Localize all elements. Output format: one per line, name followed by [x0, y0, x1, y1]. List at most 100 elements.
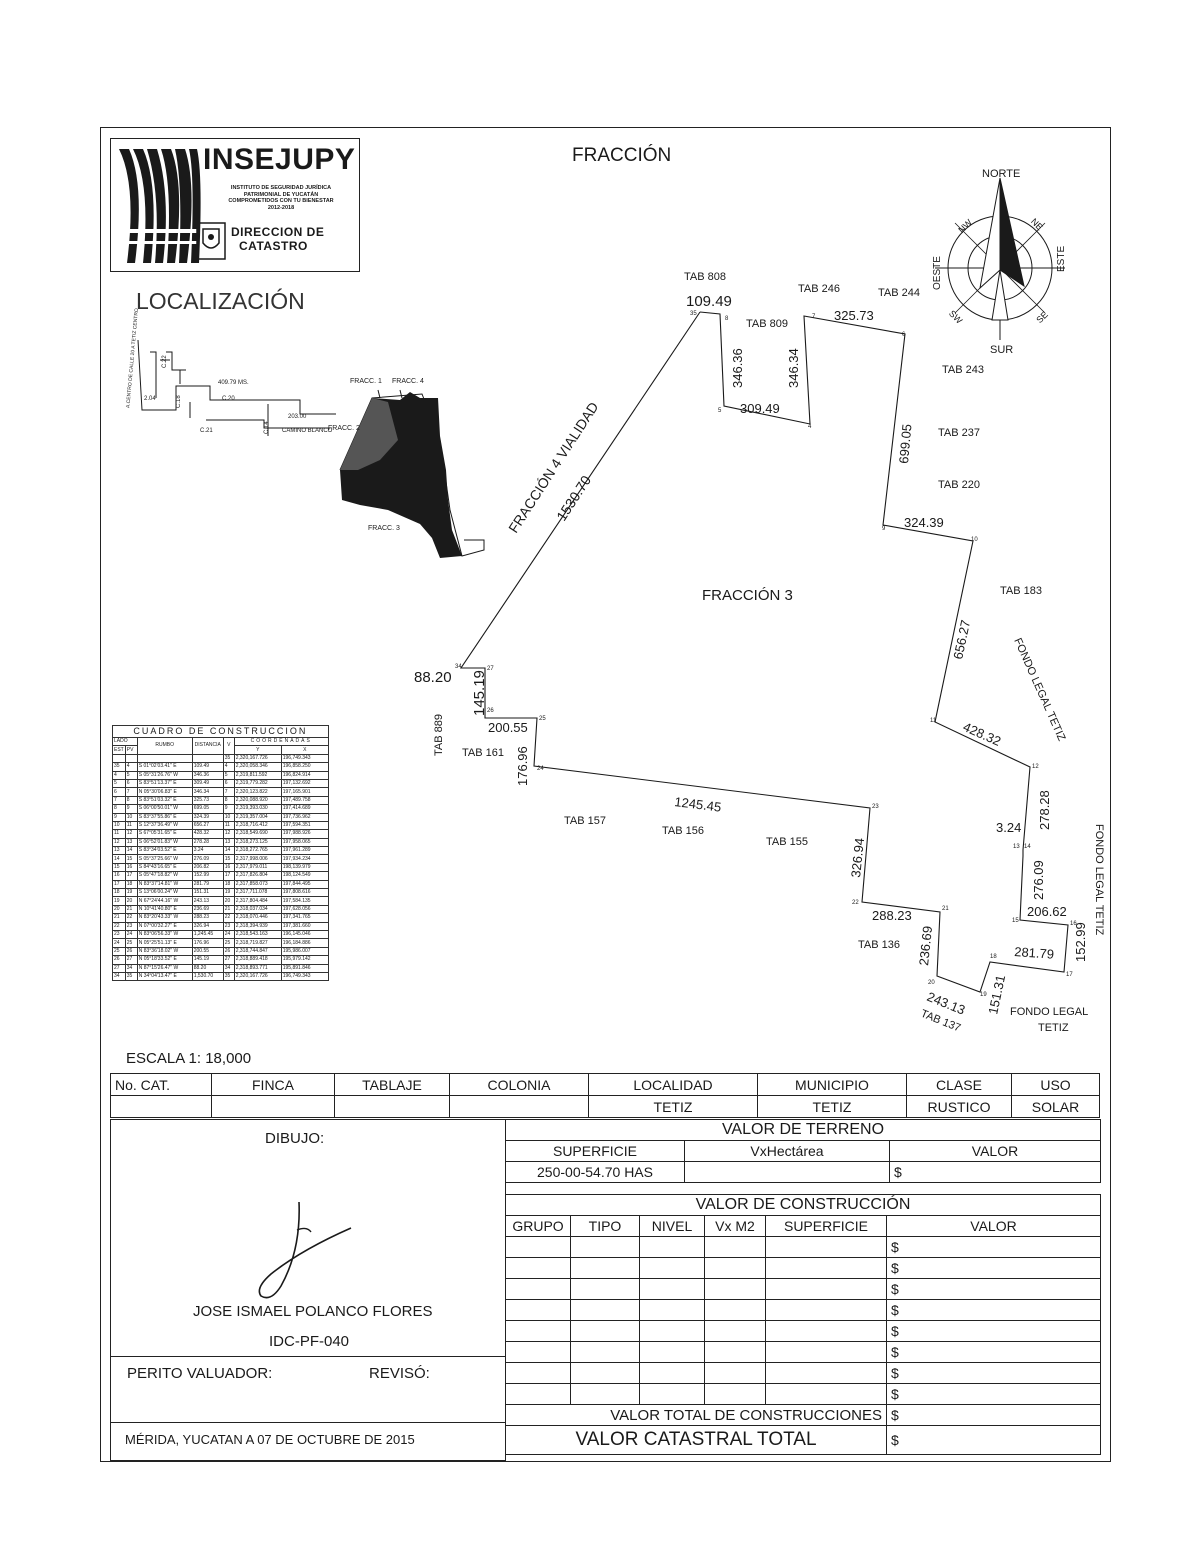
compass-rose: [935, 177, 1065, 340]
dim-324-39: 324.39: [904, 515, 944, 530]
info-header-tablaje: TABLAJE: [334, 1073, 450, 1096]
parcel-boundary: [459, 311, 1069, 993]
ct-header-coord: COORDENADAS: [233, 736, 329, 747]
terreno-table: VALOR DE TERRENO SUPERFICIE VxHectárea V…: [505, 1119, 1101, 1183]
info-header-localidad: LOCALIDAD: [588, 1073, 758, 1096]
loc-dist1: 409.79 MS.: [218, 380, 249, 386]
compass-sw: SW: [947, 308, 965, 326]
vertex-8: 8: [725, 316, 729, 322]
location-map: [137, 339, 485, 557]
valor-dollar-cell: $: [886, 1299, 1101, 1321]
vertex-13: 13: [1013, 844, 1020, 850]
tab-156: TAB 156: [662, 825, 704, 837]
tab-157: TAB 157: [564, 815, 606, 827]
info-municipio-value: TETIZ: [757, 1095, 907, 1118]
table-row: $: [505, 1341, 1101, 1363]
tab-243: TAB 243: [942, 364, 984, 376]
vertex-23: 23: [872, 804, 879, 810]
dim-3-24: 3.24: [996, 820, 1021, 835]
info-header-finca: FINCA: [211, 1073, 335, 1096]
loc-fracc1: FRACC. 1: [350, 378, 382, 385]
vertex-12: 12: [1032, 764, 1039, 770]
table-row: 35 2,320,167.726 196,749.343: [112, 753, 329, 764]
signature-image: [258, 1201, 352, 1299]
reviso-label: REVISÓ:: [369, 1365, 430, 1382]
table-row: $: [505, 1299, 1101, 1321]
terreno-valor-value: $: [889, 1161, 1101, 1183]
construccion-header-grupo: GRUPO: [505, 1215, 571, 1237]
loc-fracc2: FRACC. 2: [328, 425, 360, 432]
info-header-colonia: COLONIA: [449, 1073, 589, 1096]
drafter-name: JOSE ISMAEL POLANCO FLORES: [193, 1303, 433, 1320]
dept-line1: DIRECCION DE: [231, 225, 325, 239]
localizacion-title: LOCALIZACIÓN: [136, 288, 305, 314]
info-colonia-value: [449, 1095, 589, 1118]
ct-header-v: V: [222, 737, 235, 755]
location-fracc2-shape: [340, 398, 398, 470]
compass-se: SE: [1034, 310, 1050, 326]
info-finca-value: [211, 1095, 335, 1118]
table-row: $: [505, 1278, 1101, 1300]
table-row: VALOR TOTAL DE CONSTRUCCIONES$: [505, 1404, 1101, 1426]
loc-dist2: 203.00: [288, 414, 307, 420]
vertex-26: 26: [487, 708, 494, 714]
tab-237: TAB 237: [938, 427, 980, 439]
loc-c21: C.21: [200, 428, 213, 434]
vertex-20: 20: [928, 980, 935, 986]
dim-152-99: 152.99: [1073, 922, 1088, 962]
ct-sub-x: X: [280, 745, 329, 755]
valor-dollar-cell: $: [886, 1362, 1101, 1384]
terreno-superficie-value: 250-00-54.70 HAS: [505, 1161, 685, 1183]
dim-145-19: 145.19: [471, 670, 488, 716]
dim-151-31: 151.31: [985, 974, 1008, 1016]
vertex-10: 10: [971, 537, 978, 543]
loc-c14: C.14: [264, 421, 270, 434]
shield-icon: [196, 222, 226, 260]
dim-109-49: 109.49: [686, 293, 732, 310]
vertex-19: 19: [980, 992, 987, 998]
tab-155: TAB 155: [766, 836, 808, 848]
vertex-18: 18: [990, 954, 997, 960]
terreno-title: VALOR DE TERRENO: [505, 1119, 1101, 1141]
drafter-id: IDC-PF-040: [269, 1333, 350, 1350]
construccion-header-vxm2: Vx M2: [704, 1215, 766, 1237]
tab-244: TAB 244: [878, 287, 920, 299]
dept-line2: CATASTRO: [239, 239, 308, 253]
dim-176-96: 176.96: [515, 746, 530, 786]
dim-281-79: 281.79: [1014, 944, 1055, 962]
ct-sub-y: Y: [233, 745, 282, 755]
dim-346-36: 346.36: [730, 348, 745, 388]
dim-326-94: 326.94: [848, 837, 867, 878]
table-row: $: [505, 1320, 1101, 1342]
dim-325-73: 325.73: [834, 308, 874, 323]
terreno-header-superficie: SUPERFICIE: [505, 1140, 685, 1162]
fraccion3-label: FRACCIÓN 3: [702, 587, 793, 604]
vertex-22: 22: [852, 900, 859, 906]
terreno-vxha-value: [684, 1161, 890, 1183]
fondo-legal-1: FONDO LEGAL TETIZ: [1011, 636, 1067, 743]
valor-dollar-cell: $: [886, 1341, 1101, 1363]
ct-header-lado: LADO: [112, 736, 138, 747]
valor-dollar-cell: $: [886, 1404, 1101, 1426]
valor-dollar-cell: $: [886, 1383, 1101, 1405]
loc-c18: C.18: [176, 395, 182, 408]
tab-809: TAB 809: [746, 318, 788, 330]
dim-288-23: 288.23: [872, 908, 912, 923]
table-row: $: [505, 1257, 1101, 1279]
tab-183: TAB 183: [1000, 585, 1042, 597]
info-uso-value: SOLAR: [1011, 1095, 1100, 1118]
vertex-35: 35: [690, 311, 697, 317]
vertex-14: 14: [1024, 844, 1031, 850]
fondo-legal-2: FONDO LEGAL TETIZ: [1093, 824, 1105, 936]
loc-calle: A.CENTRO DE CALLE 20 A TETIZ CENTRO: [125, 308, 140, 408]
vertex-15: 15: [1012, 918, 1019, 924]
vertex-7: 7: [812, 314, 816, 320]
construccion-table: VALOR DE CONSTRUCCIÓN GRUPO TIPO NIVEL V…: [505, 1194, 1101, 1455]
